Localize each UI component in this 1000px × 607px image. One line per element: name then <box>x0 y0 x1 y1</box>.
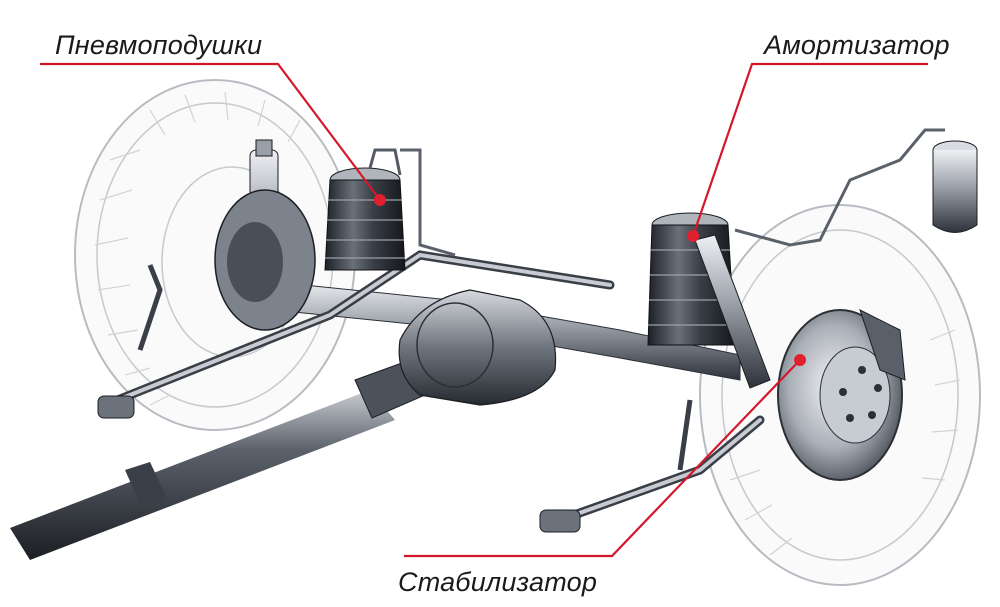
callout-line-stabilizer <box>404 359 801 558</box>
right-brake-disc <box>777 309 906 481</box>
callout-dot-stabilizer <box>794 354 806 366</box>
callout-dot-air-springs <box>374 194 386 206</box>
callout-line-shock-absorber <box>691 62 928 237</box>
differential <box>398 289 557 406</box>
callout-dot-shock-absorber <box>687 230 699 242</box>
label-shock-absorber: Амортизатор <box>764 30 950 60</box>
right-shock-absorber <box>694 234 771 389</box>
left-brake <box>214 189 316 331</box>
air-reservoir <box>932 140 978 233</box>
label-stabilizer: Стабилизатор <box>398 567 598 597</box>
callout-lines <box>40 62 928 558</box>
air-lines <box>400 128 945 257</box>
left-bushing <box>97 395 135 419</box>
label-air-springs: Пневмоподушки <box>55 30 263 60</box>
stabilizer-bar <box>100 250 765 525</box>
callout-line-air-springs <box>40 62 381 201</box>
right-bushing <box>539 509 581 533</box>
